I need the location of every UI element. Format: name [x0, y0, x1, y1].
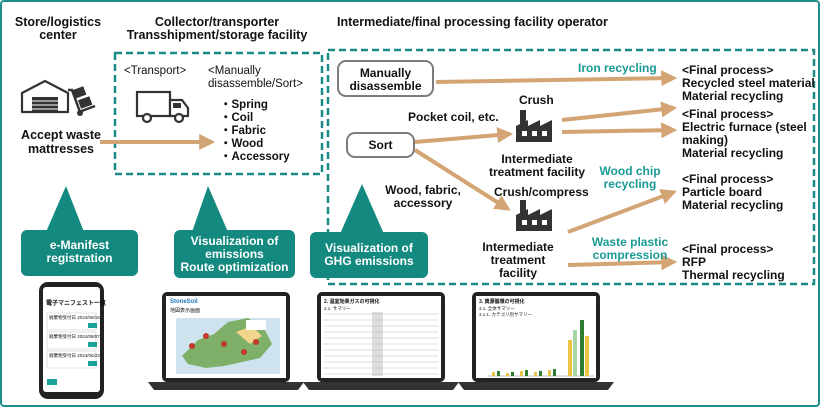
material-list-item: ・Fabric — [220, 125, 267, 137]
phone-row: 廃棄物受付日 2024/08/07 — [49, 334, 100, 339]
collector-dashed-box — [113, 51, 324, 176]
arrow-crush-to-steel — [561, 101, 678, 122]
outcome-recycled-steel: <Final process> Recycled steel material … — [682, 63, 815, 103]
factory-icon — [516, 200, 552, 231]
arrow-compress-to-particle — [567, 189, 677, 234]
outcome-particle-board: <Final process> Particle board Material … — [682, 172, 784, 212]
accept-waste-label: Accept waste mattresses — [21, 128, 101, 156]
pocket-coil-label: Pocket coil, etc. — [408, 110, 499, 124]
waste-plastic-compression-label: Waste plastic compression — [591, 235, 669, 262]
outcome-electric-furnace: <Final process> Electric furnace (steel … — [682, 107, 807, 160]
material-list: ・Spring ・Coil ・Fabric ・Wood ・Accessory — [220, 99, 290, 164]
phone-row: 廃棄物受付日 2024/05/23 — [49, 353, 100, 358]
crush-compress-label: Crush/compress — [494, 185, 589, 199]
column-header-collector: Collector/transporter Transshipment/stor… — [126, 15, 308, 42]
outcome-rfp: <Final process> RFP Thermal recycling — [682, 242, 785, 282]
material-list-item: ・Spring — [220, 99, 268, 111]
resource-subheading: 3.1. 全体サマリー — [479, 306, 515, 311]
column-header-store: Store/logistics center — [14, 15, 102, 42]
arrow-crush-to-furnace — [561, 122, 678, 139]
bubble-emissions-route-text: Visualization of emissions Route optimiz… — [180, 234, 289, 274]
sort-box: Sort — [346, 132, 415, 158]
bubble-ghg-text: Visualization of GHG emissions — [324, 241, 414, 268]
arrow-sort-to-crush-compress — [413, 148, 511, 211]
operator-dashed-box — [326, 48, 816, 286]
material-list-item: ・Accessory — [220, 151, 290, 163]
smartphone — [39, 282, 104, 399]
arrow-manual-to-iron — [435, 70, 678, 87]
laptop-resource-charts — [458, 292, 614, 390]
arrow-compress-to-rfp — [567, 254, 678, 271]
bubble-e-manifest-text: e-Manifest registration — [46, 238, 113, 265]
column-header-operator: Intermediate/final processing facility o… — [337, 15, 608, 29]
warehouse-icon — [20, 79, 70, 114]
manual-disassemble-sort-label: <Manually disassemble/Sort> — [208, 65, 303, 90]
truck-icon — [135, 90, 190, 124]
factory-icon — [516, 110, 552, 142]
phone-row: 廃棄物受付日 2024/08/15 — [49, 315, 100, 320]
map-brand: StoneSoil — [170, 299, 198, 305]
bubble-tail — [192, 186, 228, 232]
material-list-item: ・Wood — [220, 138, 264, 150]
laptop-ghg-table — [303, 292, 459, 390]
hand-truck-icon — [68, 86, 96, 116]
manual-disassemble-text: Manually disassemble — [349, 66, 422, 93]
material-list-item: ・Coil — [220, 112, 254, 124]
ghg-subheading: 2.1. サマリー — [324, 306, 351, 311]
ghg-heading: 2. 温室効果ガスの可視化 — [324, 299, 380, 305]
map-heading: 地図表示画面 — [170, 308, 201, 314]
bubble-tail — [340, 184, 384, 234]
intermediate-facility-2: Intermediate treatment facility — [482, 240, 554, 280]
transport-label: <Transport> — [124, 65, 187, 77]
laptop-map — [148, 292, 304, 390]
intermediate-facility-1: Intermediate treatment facility — [488, 152, 586, 179]
bubble-emissions-route: Visualization of emissions Route optimiz… — [174, 230, 295, 278]
sort-text: Sort — [368, 138, 393, 152]
wood-chip-recycling-label: Wood chip recycling — [599, 164, 661, 191]
phone-title: 電子マニフェスト一覧 — [46, 301, 107, 307]
crush-label: Crush — [519, 93, 554, 107]
bubble-tail — [46, 186, 84, 232]
wood-fabric-label: Wood, fabric, accessory — [385, 183, 461, 210]
arrow-sort-to-crush — [414, 127, 514, 144]
iron-recycling-label: Iron recycling — [578, 61, 657, 75]
bubble-e-manifest: e-Manifest registration — [21, 230, 138, 276]
bubble-ghg: Visualization of GHG emissions — [310, 232, 428, 278]
manual-disassemble-box: Manually disassemble — [337, 60, 434, 97]
resource-heading: 3. 資源循環の可視化 — [479, 299, 525, 305]
resource-subheading-2: 3.1.1. カテゴリ別サマリー — [479, 312, 533, 317]
